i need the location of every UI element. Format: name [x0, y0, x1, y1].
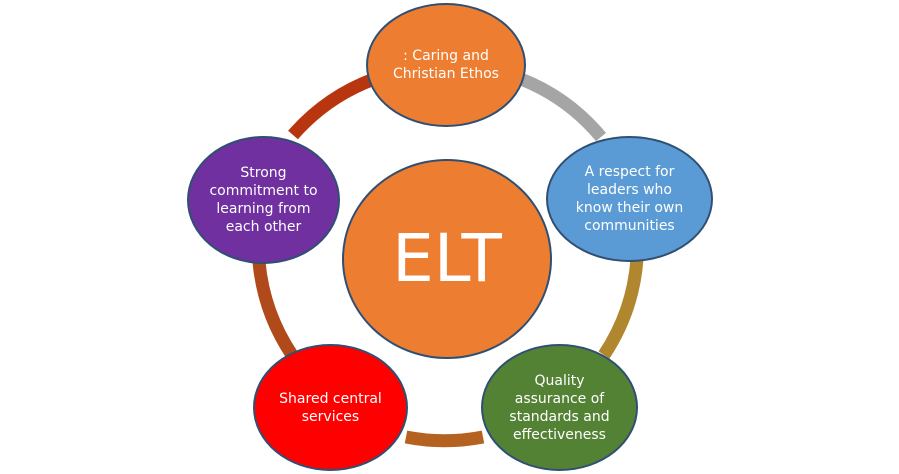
connector-arc-left-top — [288, 72, 377, 140]
node-label: Quality assurance of standards and effec… — [509, 372, 610, 443]
node-respect-for-leaders: A respect for leaders who know their own… — [546, 136, 713, 262]
node-shared-central-services: Shared central services — [253, 344, 408, 471]
connector-arc-bottom — [404, 430, 485, 448]
connector-arc-left-bottom — [252, 261, 298, 359]
node-strong-commitment: Strong commitment to learning from each … — [187, 136, 340, 264]
node-label: : Caring and Christian Ethos — [393, 48, 499, 82]
node-label: Strong commitment to learning from each … — [209, 165, 318, 235]
connector-arc-top-right — [518, 72, 606, 142]
connector-arc-right-bottom — [598, 258, 644, 359]
center-label: ELT — [392, 220, 502, 297]
center-node-elt: ELT — [342, 159, 552, 359]
node-label: Shared central services — [279, 390, 382, 425]
node-quality-assurance: Quality assurance of standards and effec… — [481, 344, 638, 471]
node-label: A respect for leaders who know their own… — [575, 164, 684, 234]
node-caring-christian-ethos: : Caring and Christian Ethos — [366, 3, 526, 127]
